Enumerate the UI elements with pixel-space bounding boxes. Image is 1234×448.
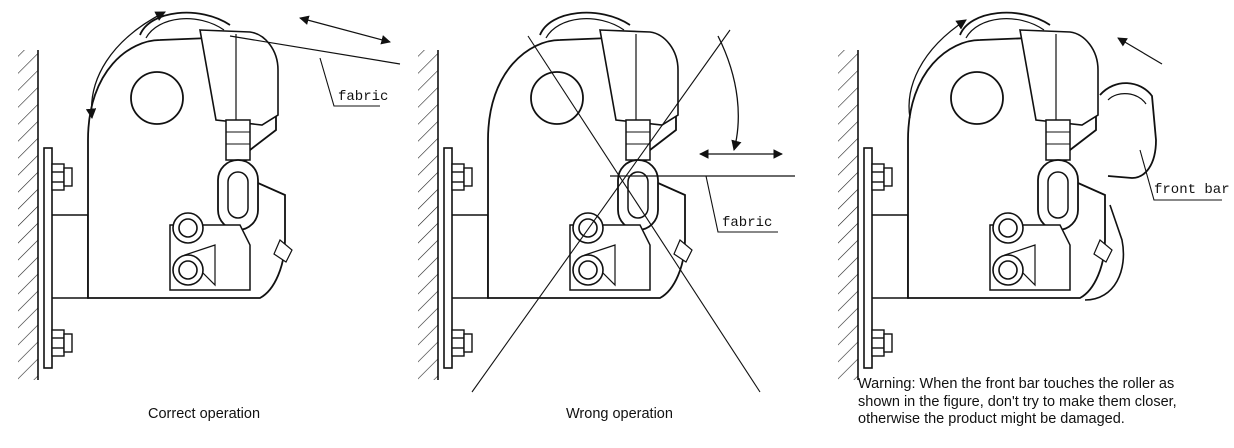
rotation-arrow — [717, 35, 742, 152]
panel-front-bar — [837, 11, 1157, 381]
warning-line: Warning: When the front bar touches the … — [858, 376, 1175, 392]
caption-correct-operation: Correct operation — [148, 406, 261, 422]
panel-correct — [17, 11, 293, 381]
caption-wrong-operation: Wrong operation — [566, 406, 673, 422]
panel-wrong — [417, 11, 693, 381]
front-bar-leader — [1139, 149, 1222, 201]
fabric-leader — [319, 57, 380, 107]
warning-line: otherwise the product might be damaged. — [858, 411, 1125, 427]
rotation-arrow — [85, 11, 166, 120]
fabric-arrow — [299, 15, 391, 45]
warning-line: shown in the figure, don't try to make t… — [858, 393, 1177, 410]
front-bar-label: front bar — [1154, 182, 1230, 198]
fabric-leader — [705, 175, 778, 233]
fabric-label-1: fabric — [338, 89, 388, 105]
rotation-arrow — [908, 19, 967, 119]
fabric-label-2: fabric — [722, 215, 772, 231]
cross-out-line — [527, 35, 761, 393]
front-bar-arrow — [1117, 37, 1163, 65]
cross-out-line — [471, 29, 731, 393]
fabric-line — [229, 35, 401, 65]
warning-text: Warning: When the front bar touches the … — [858, 376, 1230, 429]
